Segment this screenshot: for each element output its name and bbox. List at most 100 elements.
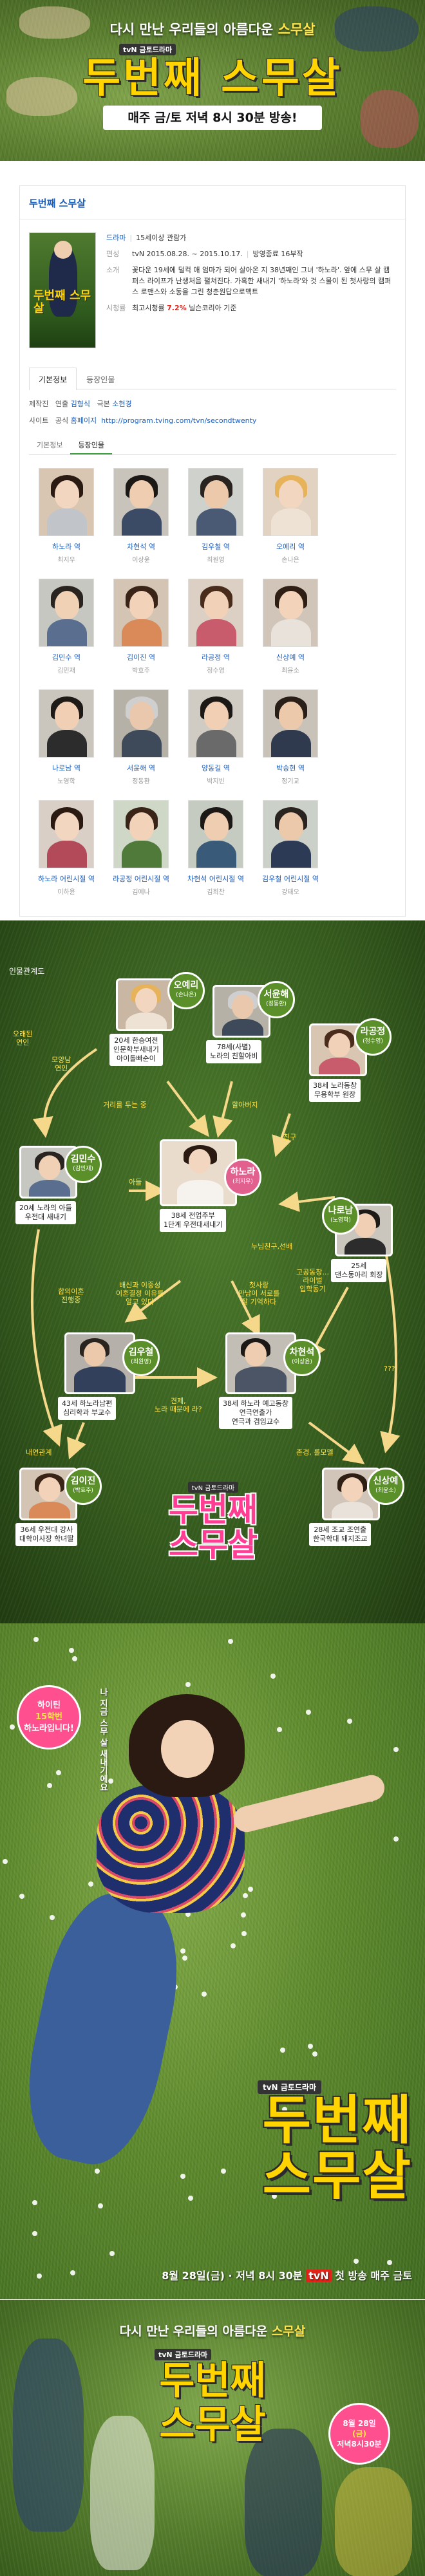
cast-role-link[interactable]: 라공정 역 — [202, 653, 230, 662]
subtab-cast[interactable]: 등장인물 — [70, 434, 112, 454]
cast-photo[interactable] — [39, 689, 94, 758]
cast-photo[interactable] — [113, 689, 169, 758]
cast-role-link[interactable]: 김우철 어린시절 역 — [262, 875, 319, 883]
cast-role-link[interactable]: 라공정 어린시절 역 — [113, 875, 169, 883]
tab-basic-info[interactable]: 기본정보 — [29, 368, 77, 390]
cast-role-link[interactable]: 하노라 역 — [52, 543, 80, 551]
flower-dot — [248, 1887, 253, 1892]
cast-role-link[interactable]: 하노라 어린시절 역 — [38, 875, 95, 883]
plot-label: 소개 — [106, 266, 120, 274]
genre-link[interactable]: 드라마 — [106, 234, 126, 242]
cast-photo[interactable] — [263, 689, 318, 758]
cast-role-link[interactable]: 오예리 역 — [276, 543, 305, 551]
program-meta: 드라마|15세이상 관람가 편성 tvN 2015.08.28. ~ 2015.… — [96, 232, 396, 361]
character-tag: 오예리(손나은) — [167, 972, 205, 1009]
edge-label: 아들 — [129, 1178, 142, 1186]
meta-row-plot: 소개 꽃다운 19세에 덜컥 애 엄마가 되어 살아온 지 38년째인 그녀 '… — [106, 265, 396, 297]
cast-photo[interactable] — [263, 468, 318, 536]
poster-date-text: 8월 28일(금) · 저녁 8시 30분 — [162, 2270, 303, 2282]
cast-photo[interactable] — [39, 579, 94, 647]
cast-role-link[interactable]: 김이진 역 — [127, 653, 155, 662]
edge-label: 배신과 이중성 이혼결정 이유를 알고 있다 — [116, 1281, 164, 1306]
arrow-line — [278, 1191, 335, 1212]
edge-label: 내연관계 — [26, 1448, 52, 1457]
character-photo — [19, 1468, 77, 1520]
program-poster[interactable]: 두번째 스무살 — [29, 232, 96, 348]
cast-actor-name: 정수영 — [207, 667, 225, 675]
airtime-box: 매주 금/토 저녁 8시 30분 방송! — [103, 106, 322, 130]
director-link[interactable]: 김형식 — [70, 400, 90, 408]
arrow-line — [380, 1255, 401, 1453]
cast-role-link[interactable]: 박승현 역 — [276, 764, 305, 772]
cast-photo[interactable] — [263, 579, 318, 647]
character-photo — [64, 1332, 135, 1394]
cast-photo[interactable] — [113, 579, 169, 647]
cast-photo[interactable] — [39, 468, 94, 536]
cast-actor-name: 김민재 — [57, 667, 75, 675]
cast-photo[interactable] — [113, 468, 169, 536]
poster-date: 8월 28일(금) · 저녁 8시 30분 tvN 첫 방송 매주 금토 — [0, 2267, 412, 2282]
homepage-url[interactable]: http://program.tving.com/tvn/secondtwent… — [101, 416, 257, 425]
edge-label: 친구 — [283, 1133, 297, 1141]
flower-dot — [47, 1783, 52, 1788]
cast-role-link[interactable]: 차현석 어린시절 역 — [187, 875, 244, 883]
cast-photo[interactable] — [188, 468, 243, 536]
writer-label: 극본 — [97, 400, 110, 408]
writer-link[interactable]: 소현경 — [112, 400, 132, 408]
cast-role-link[interactable]: 신상예 역 — [276, 653, 305, 662]
cast-photo[interactable] — [263, 800, 318, 868]
cast-photo[interactable] — [188, 689, 243, 758]
character-tag: 나로남(노영학) — [322, 1197, 359, 1235]
poster-channel: tvN 금토드라마 — [258, 2080, 321, 2094]
tab-cast[interactable]: 등장인물 — [86, 375, 115, 384]
character-node-minsu: 김민수(김민재) 20세 노라의 아들 우전대 새내기 — [15, 1146, 102, 1224]
crew-label: 제작진 — [29, 400, 49, 408]
flower-dot — [98, 2203, 103, 2208]
viewers-sublabel: 최고시청률 — [132, 304, 165, 312]
cast-role-link[interactable]: 양동길 역 — [202, 764, 230, 772]
cast-photo[interactable] — [39, 800, 94, 868]
edge-label: 할아버지 — [232, 1101, 258, 1109]
cast-figure — [361, 90, 419, 148]
character-node-sang: 신상예(최윤소) 28세 조교 조연출 한국학대 돼지조교 — [309, 1468, 404, 1546]
character-node-na: 나로남(노영학) 25세 댄스동아리 회장 — [322, 1197, 393, 1282]
arrow-line — [124, 1280, 182, 1323]
poster-title: 두번째 스무살 — [262, 2090, 412, 2207]
cast-role-link[interactable]: 서윤해 역 — [127, 764, 155, 772]
flower-dot — [221, 2169, 226, 2174]
cast-role-link[interactable]: 나로남 역 — [52, 764, 80, 772]
cast-photo[interactable] — [113, 800, 169, 868]
cast-role-link[interactable]: 김민수 역 — [52, 653, 80, 662]
cast-role-link[interactable]: 김우철 역 — [202, 543, 230, 551]
edge-label: 누님친구,선배 — [251, 1242, 293, 1251]
cast-role-link[interactable]: 차현석 역 — [127, 543, 155, 551]
subtab-basic-info[interactable]: 기본정보 — [37, 441, 63, 449]
meta-row-broadcast: 편성 tvN 2015.08.28. ~ 2015.10.17.|방영종료 16… — [106, 250, 303, 258]
arrow-line — [67, 1422, 86, 1460]
info-tabs: 기본정보 등장인물 — [29, 368, 396, 390]
flower-dot — [108, 1778, 113, 1784]
character-node-jin: 김이진(박효주) 36세 우전대 강사 대학이사장 학녀딸 — [15, 1468, 102, 1546]
program-summary: 두번째 스무살 드라마|15세이상 관람가 편성 tvN 2015.08.28.… — [20, 219, 405, 368]
cast-photo[interactable] — [188, 800, 243, 868]
homepage-link[interactable]: 홈페이지 — [70, 416, 97, 425]
cast-photo[interactable] — [188, 579, 243, 647]
program-title-link[interactable]: 두번째 스무살 — [29, 198, 86, 209]
cast-figure — [90, 2416, 155, 2570]
